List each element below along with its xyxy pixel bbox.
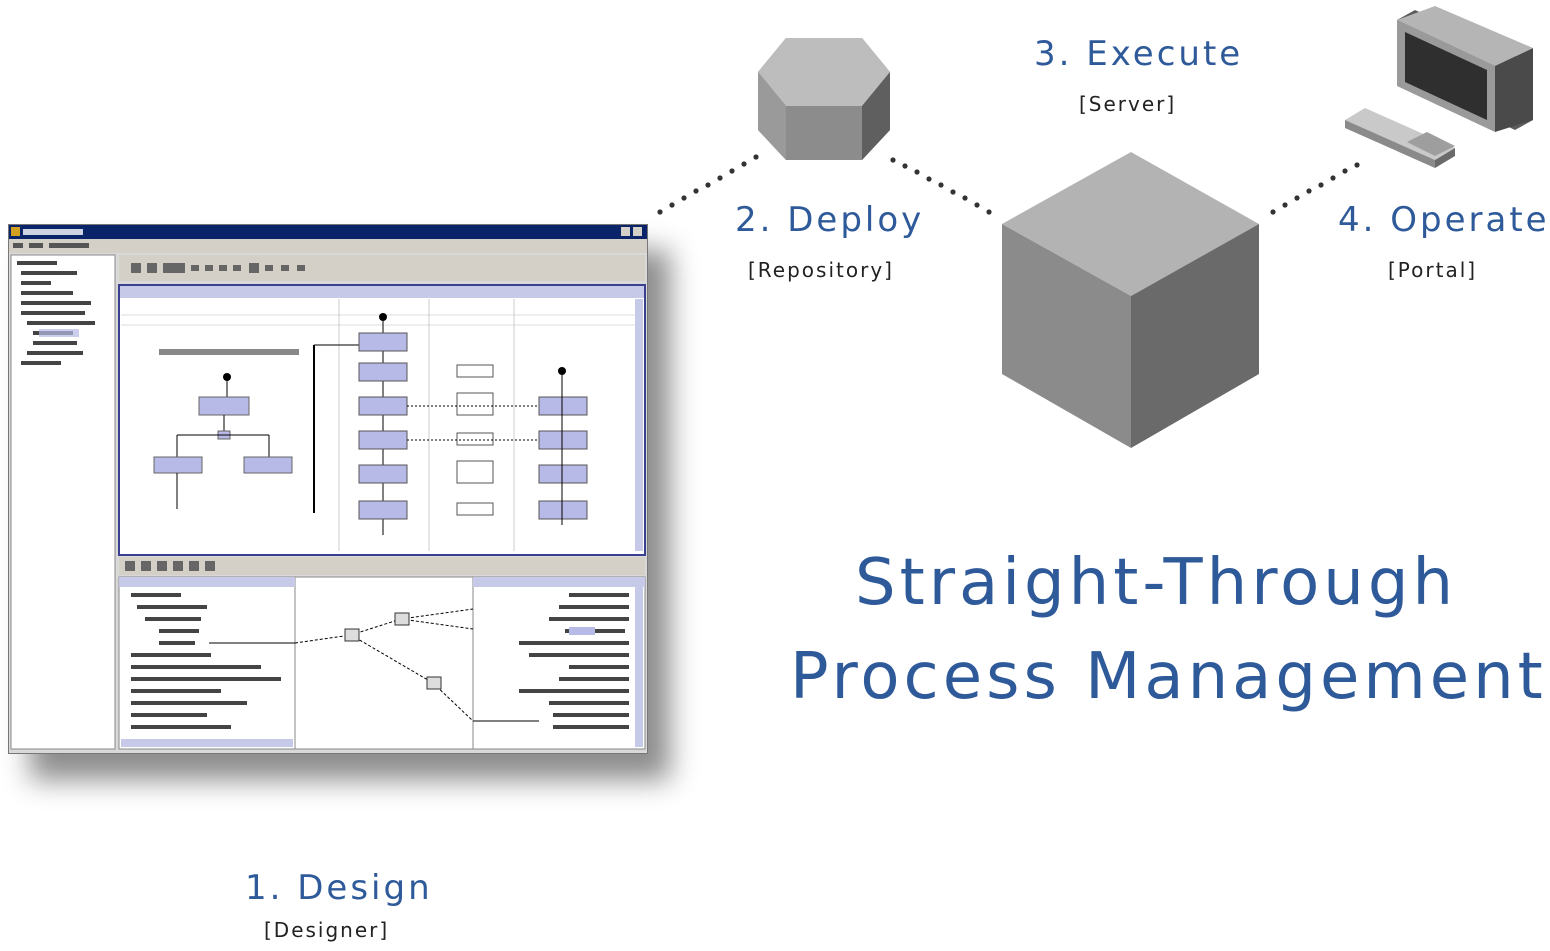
designer-window-contents [9, 225, 647, 750]
server-cube-icon [1002, 152, 1259, 448]
step-operate-subtitle: [Portal] [1388, 258, 1478, 282]
connector-design-deploy [657, 154, 759, 215]
headline-line-2: Process Management [790, 640, 1547, 714]
step-execute-title: 3. Execute [1034, 34, 1244, 74]
step-design-subtitle: [Designer] [264, 918, 390, 942]
step-execute-subtitle: [Server] [1079, 92, 1177, 116]
headline-line-1: Straight-Through [855, 546, 1457, 620]
step-design-title: 1. Design [245, 868, 433, 908]
portal-computer-icon [1345, 6, 1533, 168]
step-operate-title: 4. Operate [1338, 200, 1550, 240]
step-deploy-subtitle: [Repository] [748, 258, 894, 282]
connector-execute-operate [1270, 162, 1360, 215]
connector-deploy-execute [890, 157, 992, 215]
designer-screenshot [8, 224, 648, 754]
step-deploy-title: 2. Deploy [735, 200, 925, 240]
repository-octagon-icon [758, 38, 890, 160]
